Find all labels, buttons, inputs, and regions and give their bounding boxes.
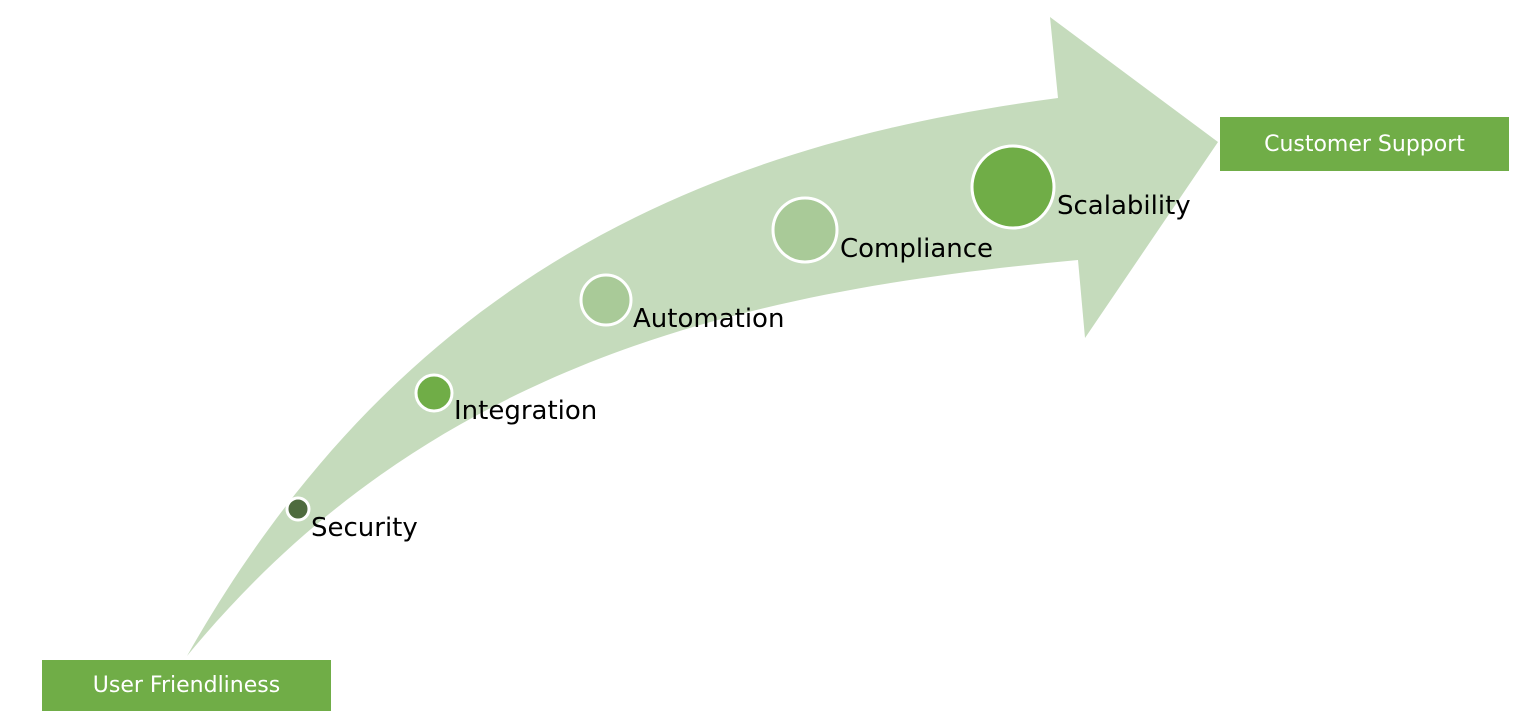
milestone-label-scalability: Scalability — [1057, 191, 1191, 221]
start-box-label: User Friendliness — [92, 673, 281, 698]
milestone-security: Security — [285, 496, 418, 543]
milestone-dot-automation — [579, 273, 633, 327]
milestone-label-security: Security — [311, 513, 418, 543]
milestone-dot-security — [285, 496, 311, 522]
milestone-label-compliance: Compliance — [840, 234, 993, 264]
milestone-dot-compliance — [771, 196, 839, 264]
milestone-compliance: Compliance — [771, 196, 993, 264]
start-box-user-friendliness: User Friendliness — [42, 660, 331, 711]
milestone-label-automation: Automation — [633, 304, 784, 334]
milestone-dot-integration — [414, 373, 454, 413]
milestone-dot-scalability — [970, 144, 1056, 230]
milestones: Security Integration Automation Compliance S… — [285, 144, 1191, 543]
end-box-customer-support: Customer Support — [1220, 117, 1509, 171]
milestone-automation: Automation — [579, 273, 784, 334]
end-box-label: Customer Support — [1264, 131, 1465, 157]
milestone-integration: Integration — [414, 373, 597, 426]
milestone-scalability: Scalability — [970, 144, 1191, 230]
curved-arrow — [187, 17, 1218, 656]
milestone-label-integration: Integration — [454, 396, 597, 426]
